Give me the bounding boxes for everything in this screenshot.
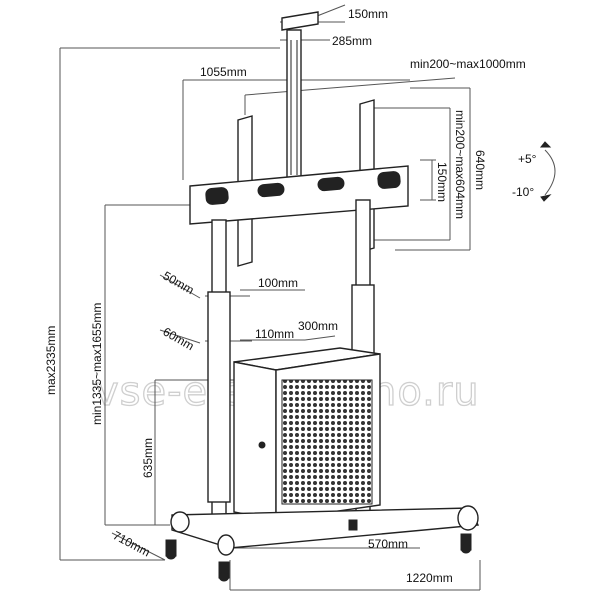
left-upright-sleeve	[207, 291, 231, 503]
dimension-labels: 150mm 285mm 1055mm min200~max1000mm min2…	[44, 7, 537, 585]
mount-crossbar	[189, 165, 409, 225]
cabinet-side	[233, 361, 277, 521]
label-base-depth: 710mm	[111, 528, 153, 559]
ceiling-plate	[281, 11, 319, 31]
center-column	[286, 29, 302, 181]
cabinet-lock	[258, 441, 266, 449]
label-tilt-up: +5°	[518, 152, 537, 166]
label-shelf-height: 635mm	[141, 438, 155, 478]
cabinet-perforation	[281, 379, 373, 505]
label-vesa-h: min200~max1000mm	[410, 57, 526, 71]
label-mount-center: 150mm	[435, 162, 449, 202]
label-top-width: 150mm	[348, 7, 388, 21]
tv-stand	[165, 11, 556, 582]
label-tube1-b: 100mm	[258, 276, 298, 290]
label-tube1-a: 50mm	[161, 268, 197, 297]
label-height-range: min1335~max1655mm	[90, 303, 104, 425]
caster-wheels	[165, 519, 472, 582]
label-bracket-height: 640mm	[473, 150, 487, 190]
label-base-inner: 570mm	[368, 537, 408, 551]
label-bracket-span: 1055mm	[200, 65, 247, 79]
label-tube2-b: 110mm	[255, 327, 294, 341]
label-tube2-a: 60mm	[161, 324, 197, 353]
tilt-arc	[544, 149, 556, 196]
label-max-height: max2335mm	[44, 326, 58, 395]
label-tilt-down: -10°	[512, 185, 534, 199]
label-vesa-v: min200~max604mm	[453, 110, 467, 219]
label-base-width: 1220mm	[406, 571, 453, 585]
label-top-mount: 285mm	[332, 34, 372, 48]
label-shelf-depth: 300mm	[298, 319, 338, 333]
